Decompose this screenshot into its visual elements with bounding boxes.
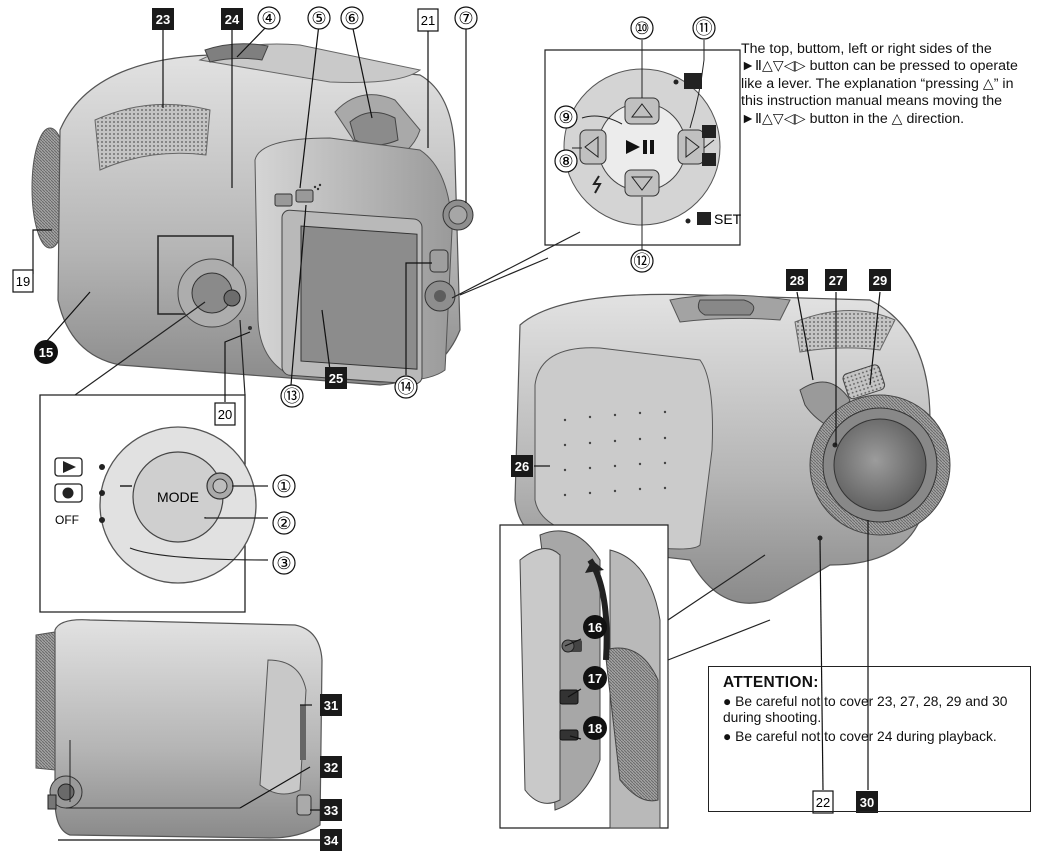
callout-label: 17 <box>588 671 602 686</box>
dpad-description: The top, buttom, left or right sides of … <box>741 41 1018 127</box>
callout-c6: ⑥ <box>340 6 364 30</box>
callout-label: 28 <box>790 273 804 288</box>
callout-label: 18 <box>588 721 602 736</box>
callout-b31: 31 <box>320 694 342 716</box>
callout-label: 15 <box>39 345 53 360</box>
callout-label: 20 <box>218 407 232 422</box>
camcorder-side-view <box>35 619 323 839</box>
callout-label: 30 <box>860 795 874 810</box>
camcorder-rear-view <box>31 43 474 386</box>
callout-label: ⑦ <box>458 9 473 28</box>
callout-c1: ① <box>272 474 296 498</box>
callout-label: 24 <box>225 12 240 27</box>
callout-label: 32 <box>324 760 338 775</box>
callout-label: ⑪ <box>696 19 713 38</box>
callout-label: ⑩ <box>634 19 649 38</box>
callout-c7: ⑦ <box>454 6 478 30</box>
callout-f15: 15 <box>34 340 58 364</box>
callout-label: ③ <box>276 554 291 573</box>
callout-o22: 22 <box>812 790 834 814</box>
callout-b29: 29 <box>869 269 891 291</box>
callout-c4: ④ <box>257 6 281 30</box>
callout-label: 21 <box>421 13 435 28</box>
callout-o19: 19 <box>12 269 34 293</box>
callout-f17: 17 <box>583 666 607 690</box>
callout-b27: 27 <box>825 269 847 291</box>
callout-label: ⑧ <box>558 152 573 171</box>
callout-c9: ⑨ <box>554 105 578 129</box>
callout-f16: 16 <box>583 615 607 639</box>
callout-label: ⑤ <box>311 9 326 28</box>
attention-item-playback: ● Be careful not to cover 24 during play… <box>723 728 997 744</box>
callout-label: 22 <box>816 795 830 810</box>
mode-label: MODE <box>157 489 199 505</box>
callout-b33: 33 <box>320 799 342 821</box>
callout-label: 26 <box>515 459 529 474</box>
callout-c12: ⑫ <box>630 249 654 273</box>
callout-b24: 24 <box>221 8 243 30</box>
callout-o20: 20 <box>214 402 236 426</box>
callout-b30: 30 <box>856 791 878 813</box>
callout-label: 16 <box>588 620 602 635</box>
callout-b25: 25 <box>325 367 347 389</box>
callout-c2: ② <box>272 511 296 535</box>
callout-label: 31 <box>324 698 338 713</box>
callout-b28: 28 <box>786 269 808 291</box>
callout-label: 34 <box>324 833 339 848</box>
callout-label: 33 <box>324 803 338 818</box>
callout-label: ② <box>276 514 291 533</box>
callout-label: ⑨ <box>558 108 573 127</box>
off-label: OFF <box>55 513 79 527</box>
callout-c8: ⑧ <box>554 149 578 173</box>
callout-c13: ⑬ <box>280 384 304 408</box>
callout-c5: ⑤ <box>307 6 331 30</box>
attention-item-shooting: ● Be careful not to cover 23, 27, 28, 29… <box>723 693 1008 726</box>
callout-label: 27 <box>829 273 843 288</box>
leader-lines <box>32 23 881 841</box>
callout-b26: 26 <box>511 455 533 477</box>
callout-c14: ⑭ <box>394 375 418 399</box>
callout-label: ⑫ <box>634 252 651 271</box>
callout-b34: 34 <box>320 829 342 851</box>
callout-b32: 32 <box>320 756 342 778</box>
callout-label: 23 <box>156 12 170 27</box>
callout-label: ⑬ <box>284 387 301 406</box>
callout-label: ⑥ <box>344 9 359 28</box>
attention-box: ATTENTION: ● Be careful not to cover 23,… <box>708 666 1031 812</box>
attention-title: ATTENTION: <box>723 674 819 691</box>
callout-label: 25 <box>329 371 343 386</box>
callout-c3: ③ <box>272 551 296 575</box>
set-label: SET <box>714 211 742 227</box>
callout-b23: 23 <box>152 8 174 30</box>
dpad-inset: SET <box>451 40 742 299</box>
callout-c11: ⑪ <box>692 16 716 40</box>
callout-label: ① <box>276 477 291 496</box>
callout-label: 29 <box>873 273 887 288</box>
callout-o21: 21 <box>417 8 439 32</box>
callout-label: ⑭ <box>398 378 415 397</box>
callout-label: 19 <box>16 274 30 289</box>
dial-inset: OFF MODE <box>39 301 269 613</box>
callout-f18: 18 <box>583 716 607 740</box>
callout-label: ④ <box>261 9 276 28</box>
callout-c10: ⑩ <box>630 16 654 40</box>
